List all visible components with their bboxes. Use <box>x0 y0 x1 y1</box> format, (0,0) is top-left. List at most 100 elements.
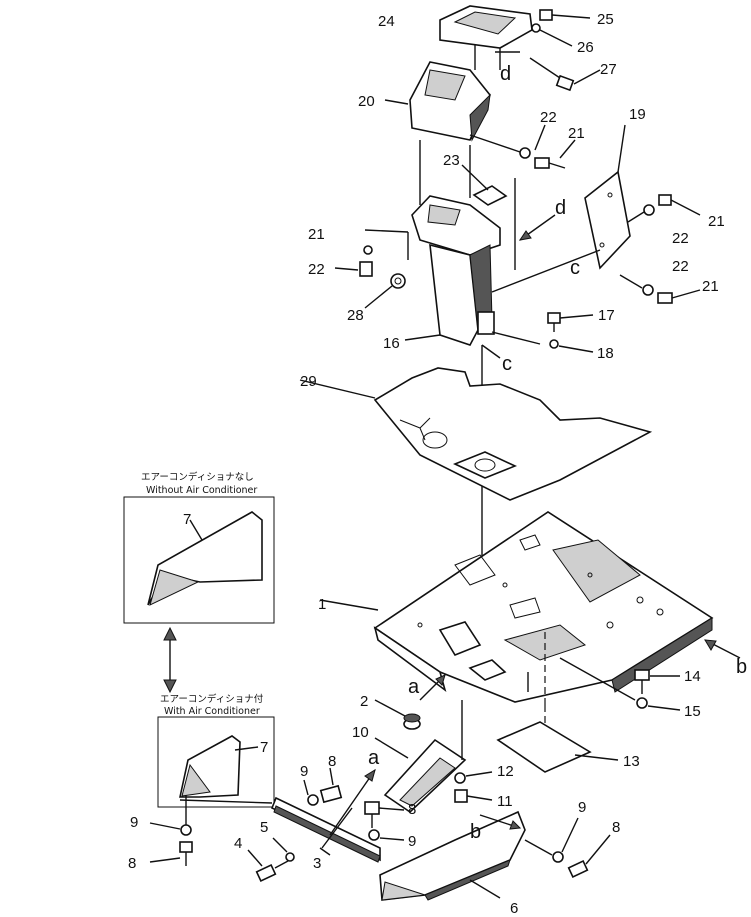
callout-23: 23 <box>443 152 460 169</box>
callout-16: 16 <box>383 335 400 352</box>
part-9-washer-left <box>180 824 192 836</box>
callout-28: 28 <box>347 307 364 324</box>
callout-19: 19 <box>629 106 646 123</box>
callout-24: 24 <box>378 13 395 30</box>
ref-a-upper: a <box>408 676 420 698</box>
ref-b-lower: b <box>470 821 481 843</box>
arrow-b-lower <box>479 814 522 830</box>
part-6-cover <box>379 810 526 901</box>
part-3-bracket <box>270 796 381 863</box>
part-22-washer-upper <box>519 147 531 159</box>
callout-9-left: 9 <box>130 814 138 831</box>
callout-5: 5 <box>260 819 268 836</box>
part-24-cover <box>439 5 533 49</box>
callout-8-center: 8 <box>408 801 416 818</box>
part-10-cover <box>383 738 467 814</box>
part-21-bolt-right-top <box>658 194 701 216</box>
ref-a-lower: a <box>368 747 380 769</box>
inset-with-ac-jp: エアーコンディショナ付 <box>160 693 264 705</box>
ref-d-top: d <box>500 63 511 85</box>
part-12-washer <box>454 772 466 784</box>
inset-without-ac-jp: エアーコンディショナなし <box>141 471 254 483</box>
part-22-washer-right-top <box>643 204 655 216</box>
ref-c-lower: c <box>502 353 512 375</box>
callout-7-without-ac: 7 <box>183 511 191 528</box>
callout-21-left: 21 <box>308 226 325 243</box>
callout-labels: 24 25 26 27 20 22 21 19 23 21 22 21 22 2… <box>128 11 725 917</box>
part-2-cushion <box>403 713 421 730</box>
part-11-bolt <box>454 789 493 803</box>
double-arrow <box>163 626 177 694</box>
part-21-bolt-upper <box>534 157 566 169</box>
part-18-washer <box>549 339 559 349</box>
part-22-bolt-left <box>359 261 373 277</box>
callout-21-right-bottom: 21 <box>702 278 719 295</box>
callout-26: 26 <box>577 39 594 56</box>
part-27-bolt <box>529 57 601 92</box>
part-17-bolt <box>547 312 594 332</box>
callout-11: 11 <box>497 793 513 810</box>
callout-29: 29 <box>300 373 317 390</box>
part-8-bolt-left <box>149 841 193 866</box>
arrow-a-upper <box>419 674 446 701</box>
callout-9-right: 9 <box>578 799 586 816</box>
arrow-a-lower <box>329 768 376 836</box>
inset-without-ac-en: Without Air Conditioner <box>146 485 257 496</box>
part-8-bolt-right <box>567 834 611 878</box>
part-9-washer-right <box>552 851 564 863</box>
part-13-plate <box>496 721 592 773</box>
part-8-bolt-mid <box>319 784 343 804</box>
callout-3: 3 <box>313 855 321 872</box>
part-15-washer <box>636 697 648 709</box>
part-20-console-cover <box>409 61 491 142</box>
part-21-washer-left <box>363 245 373 255</box>
callout-21-right-top: 21 <box>708 213 725 230</box>
callout-20: 20 <box>358 93 375 110</box>
arrow-c-lower <box>481 344 501 359</box>
callout-22-left: 22 <box>308 261 325 278</box>
callout-12: 12 <box>497 763 514 780</box>
callout-22-right-bottom: 22 <box>672 258 689 275</box>
callout-8-right: 8 <box>612 819 620 836</box>
callout-17: 17 <box>598 307 615 324</box>
callout-21-upper: 21 <box>568 125 585 142</box>
callout-4: 4 <box>234 835 242 852</box>
part-19-plate <box>584 170 631 270</box>
part-9-washer-center <box>368 829 380 841</box>
arrow-d-right <box>518 214 556 241</box>
callout-27: 27 <box>600 61 617 78</box>
ref-b-right: b <box>736 656 747 678</box>
callout-1: 1 <box>318 596 326 613</box>
part-16-control-stand <box>411 195 501 346</box>
callout-8-left: 8 <box>128 855 136 872</box>
part-26-washer <box>531 23 541 33</box>
part-14-bolt <box>634 669 680 694</box>
inset-without-ac <box>123 496 275 624</box>
part-29-floor-mat <box>373 367 653 501</box>
callout-10: 10 <box>352 724 369 741</box>
callout-22-upper: 22 <box>540 109 557 126</box>
callout-2: 2 <box>360 693 368 710</box>
inset-with-ac-en: With Air Conditioner <box>164 706 260 717</box>
callout-7-with-ac: 7 <box>260 739 268 756</box>
ref-d-right: d <box>555 197 566 219</box>
callout-13: 13 <box>623 753 640 770</box>
part-21-bolt-right-bottom <box>657 289 701 304</box>
callout-15: 15 <box>684 703 701 720</box>
part-5-washer <box>285 852 295 862</box>
callout-22-right-top: 22 <box>672 230 689 247</box>
callout-8-mid: 8 <box>328 753 336 770</box>
ref-c-right: c <box>570 257 580 279</box>
part-1-floor-frame <box>373 511 714 703</box>
callout-9-mid: 9 <box>300 763 308 780</box>
part-22-washer-right-bottom <box>642 284 654 296</box>
arrow-b-right <box>704 639 741 659</box>
callout-9-center: 9 <box>408 833 416 850</box>
callout-14: 14 <box>684 668 701 685</box>
callout-18: 18 <box>597 345 614 362</box>
callout-25: 25 <box>597 11 614 28</box>
part-9-washer-mid <box>307 794 319 806</box>
part-25-bolt <box>539 9 591 21</box>
